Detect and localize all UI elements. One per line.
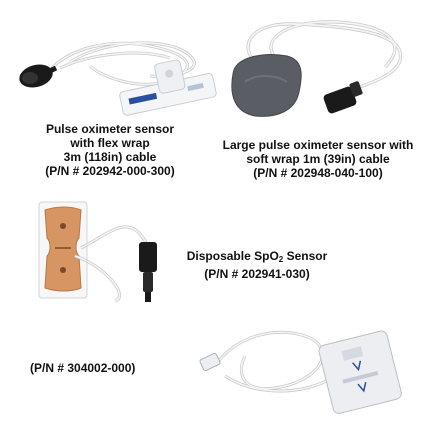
part-number: (P/N # 202948-040-100) bbox=[253, 166, 383, 180]
caption-text: Sensor bbox=[283, 249, 328, 263]
caption-line: 3m (118in) cable bbox=[63, 150, 157, 164]
flex-wrap-sensor-image bbox=[19, 41, 217, 116]
flex-wrap-sensor-caption: Pulse oximeter sensor with flex wrap 3m … bbox=[30, 122, 190, 178]
pad-sensor-caption: (P/N # 304002-000) bbox=[30, 361, 180, 375]
soft-wrap-sensor-image bbox=[231, 20, 403, 117]
caption-line: Disposable SpO2 Sensor bbox=[172, 249, 342, 267]
part-number: (P/N # 202942-000-300) bbox=[45, 164, 175, 178]
pad-sensor-image bbox=[199, 330, 402, 414]
caption-line: soft wrap 1m (39in) cable bbox=[246, 152, 390, 166]
disposable-sensor-caption: Disposable SpO2 Sensor (P/N # 202941-030… bbox=[172, 249, 342, 281]
disposable-sensor-image bbox=[38, 201, 157, 303]
part-number: (P/N # 202941-030) bbox=[204, 267, 310, 281]
caption-line: Large pulse oximeter sensor with bbox=[222, 138, 414, 152]
caption-line: Pulse oximeter sensor bbox=[45, 122, 175, 136]
subscript: 2 bbox=[278, 255, 284, 264]
soft-wrap-sensor-caption: Large pulse oximeter sensor with soft wr… bbox=[198, 138, 438, 180]
part-number: (P/N # 304002-000) bbox=[30, 361, 136, 375]
caption-text: Disposable SpO bbox=[186, 249, 279, 263]
caption-line: with flex wrap bbox=[70, 136, 150, 150]
